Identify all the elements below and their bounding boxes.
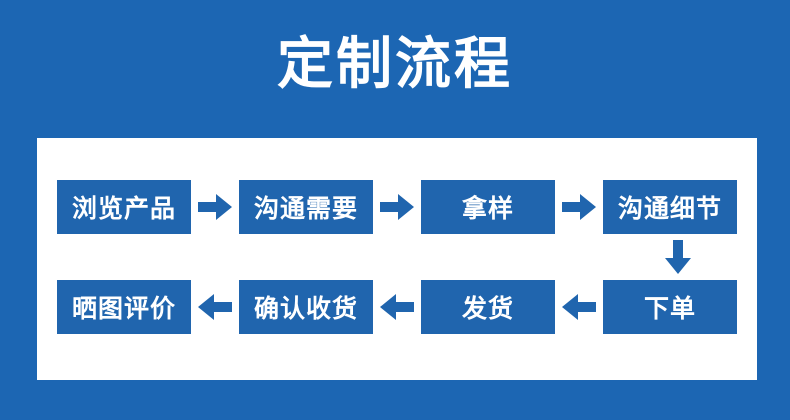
flow-step-communicate-needs[interactable]: 沟通需要 <box>239 180 373 234</box>
flow-row-bottom: 晒图评价 确认收货 发货 下单 <box>57 280 737 334</box>
flow-step-take-sample[interactable]: 拿样 <box>421 180 555 234</box>
arrow-left-icon <box>377 287 417 327</box>
flow-step-confirm-receipt[interactable]: 确认收货 <box>239 280 373 334</box>
arrow-down-icon <box>665 240 691 274</box>
arrow-left-icon <box>559 287 599 327</box>
flow-row-connector <box>37 234 757 280</box>
flow-step-place-order[interactable]: 下单 <box>603 280 737 334</box>
flow-step-communicate-details[interactable]: 沟通细节 <box>603 180 737 234</box>
arrow-left-icon <box>195 287 235 327</box>
flow-step-ship-goods[interactable]: 发货 <box>421 280 555 334</box>
page-title: 定制流程 <box>277 32 513 95</box>
arrow-right-icon <box>195 187 235 227</box>
flow-panel: 浏览产品 沟通需要 拿样 沟通细节 <box>37 138 757 380</box>
flow-row-top: 浏览产品 沟通需要 拿样 沟通细节 <box>57 180 737 234</box>
flow-step-browse-products[interactable]: 浏览产品 <box>57 180 191 234</box>
arrow-right-icon <box>377 187 417 227</box>
flow-step-share-photos-review[interactable]: 晒图评价 <box>57 280 191 334</box>
arrow-right-icon <box>559 187 599 227</box>
